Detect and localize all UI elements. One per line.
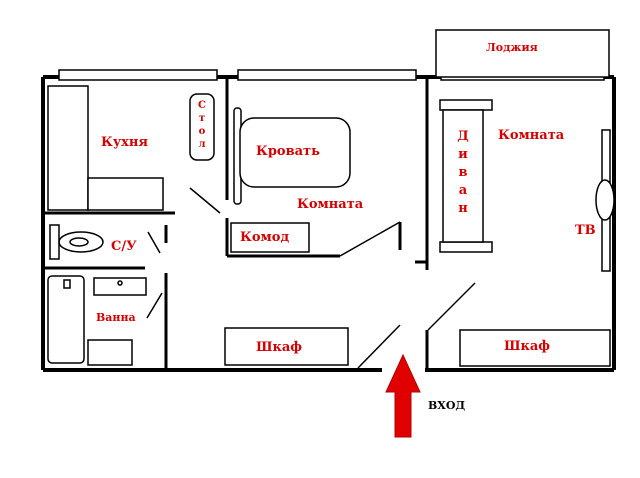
sink	[93, 277, 147, 296]
label-entrance: ВХОД	[428, 399, 466, 412]
wardrobe-right	[459, 329, 611, 367]
label-bedroom: Комната	[297, 197, 364, 212]
interior-walls	[43, 77, 429, 370]
wardrobe-left	[224, 327, 349, 366]
label-loggia: Лоджия	[486, 41, 538, 54]
label-dresser: Комод	[240, 230, 290, 245]
washing-machine	[87, 339, 133, 366]
doors	[146, 187, 476, 369]
toilet-tank	[49, 224, 60, 260]
sofa-arm-top	[439, 99, 493, 111]
label-wardrobe-left: Шкаф	[256, 340, 303, 355]
sofa-arm-bottom	[439, 241, 493, 253]
label-bathroom: Ванна	[96, 311, 136, 324]
kitchen-furniture	[47, 85, 215, 211]
living-room-furniture	[439, 99, 615, 367]
label-tv: ТВ	[575, 223, 596, 238]
bathroom-fixtures	[47, 224, 147, 366]
kitchen-counter-bottom	[87, 177, 164, 211]
kitchen-table	[189, 93, 215, 161]
bed	[239, 117, 351, 188]
label-toilet: С/У	[111, 239, 137, 254]
bedroom-furniture	[224, 107, 351, 366]
dresser	[230, 222, 310, 253]
loggia	[435, 29, 610, 78]
kitchen-counter-left	[47, 85, 89, 211]
label-kitchen: Кухня	[101, 135, 149, 150]
sofa	[442, 109, 484, 243]
bathtub	[47, 275, 85, 364]
entrance-arrow	[385, 353, 421, 438]
label-wardrobe-right: Шкаф	[504, 339, 551, 354]
tv	[595, 179, 615, 221]
label-bed: Кровать	[256, 144, 320, 159]
label-living-room: Комната	[498, 128, 565, 143]
